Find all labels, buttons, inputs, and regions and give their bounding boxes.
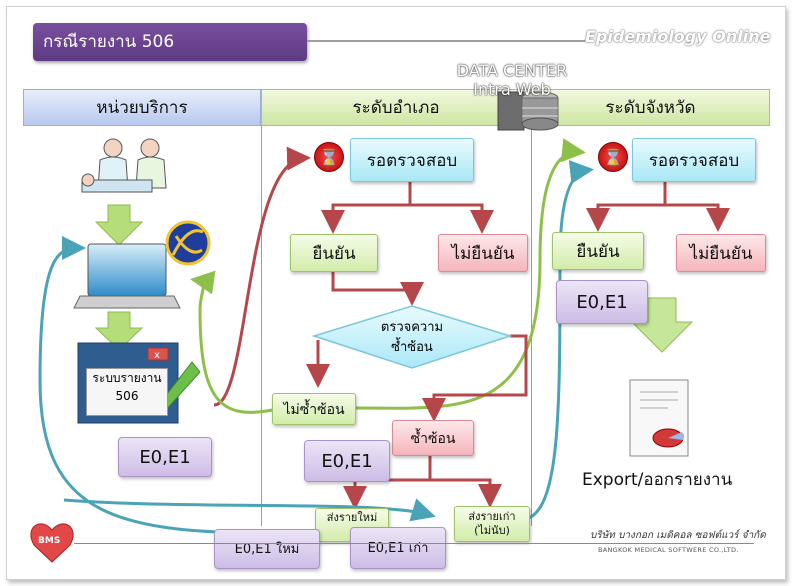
hourglass-icon: ⌛ bbox=[314, 142, 344, 172]
check-duplicate-line2: ซ้ำซ้อน bbox=[391, 340, 433, 355]
hospital-staff-icon bbox=[81, 138, 167, 193]
column-divider bbox=[261, 126, 262, 526]
app-logo-icon bbox=[165, 220, 211, 266]
code-bubble-district: E0,E1 bbox=[304, 440, 390, 482]
company-name-en: BANGKOK MEDICAL SOFTWERE CO.,LTD. bbox=[598, 546, 739, 554]
system-window-line2: 506 bbox=[115, 389, 139, 403]
laptop-icon bbox=[73, 243, 181, 309]
check-duplicate-label: ตรวจความ ซ้ำซ้อน bbox=[362, 318, 462, 358]
code-bubble-new: E0,E1 ใหม่ bbox=[214, 529, 320, 569]
bms-logo-text: BMS bbox=[38, 536, 61, 546]
send-new-line1: ส่งรายใหม่ bbox=[326, 511, 378, 524]
code-bubble-province: E0,E1 bbox=[556, 280, 648, 324]
province-not-confirm-box: ไม่ยืนยัน bbox=[676, 234, 766, 272]
bms-logo-icon bbox=[30, 523, 74, 563]
report-document-icon bbox=[629, 379, 689, 457]
slide-title: กรณีรายงาน 506 bbox=[33, 23, 307, 61]
code-bubble-old: E0,E1 เก่า bbox=[350, 527, 446, 569]
down-arrow-icon bbox=[94, 311, 144, 351]
send-old-line2: (ไม่นับ) bbox=[474, 524, 510, 537]
duplicate-box: ซ้ำซ้อน bbox=[392, 420, 474, 456]
title-divider bbox=[307, 40, 587, 42]
province-waiting-box: รอตรวจสอบ bbox=[632, 138, 756, 182]
column-divider bbox=[531, 126, 532, 526]
check-duplicate-line1: ตรวจความ bbox=[380, 320, 444, 335]
system-window: ระบบรายงาน 506 bbox=[86, 368, 168, 416]
column-header-service: หน่วยบริการ bbox=[23, 89, 261, 126]
code-bubble-service: E0,E1 bbox=[118, 437, 212, 477]
footer-divider bbox=[74, 543, 754, 544]
svg-text:x: x bbox=[154, 350, 160, 361]
datacenter-line1: DATA CENTER bbox=[456, 61, 568, 80]
system-window-line1: ระบบรายงาน bbox=[92, 371, 162, 385]
decision-diamond bbox=[311, 305, 513, 369]
datacenter-label: DATA CENTER Intra Web bbox=[450, 61, 574, 99]
district-waiting-box: รอตรวจสอบ bbox=[350, 138, 474, 182]
down-arrow-icon bbox=[94, 204, 144, 246]
send-old-box: ส่งรายเก่า (ไม่นับ) bbox=[454, 506, 530, 542]
hourglass-icon: ⌛ bbox=[598, 142, 628, 172]
column-header-district: ระดับอำเภอ bbox=[261, 89, 531, 126]
datacenter-line2: Intra Web bbox=[473, 80, 551, 99]
watermark-text: Epidemiology Online bbox=[585, 27, 771, 46]
not-duplicate-box: ไม่ซ้ำซ้อน bbox=[272, 393, 356, 425]
send-old-line1: ส่งรายเก่า bbox=[468, 510, 516, 523]
province-confirm-box: ยืนยัน bbox=[552, 232, 644, 270]
server-icon bbox=[497, 91, 559, 131]
company-name-th: บริษัท บางกอก เมดิคอล ซอฟต์แวร์ จำกัด bbox=[590, 530, 766, 541]
column-header-province: ระดับจังหวัด bbox=[531, 89, 770, 126]
district-not-confirm-box: ไม่ยืนยัน bbox=[438, 234, 528, 272]
export-label: Export/ออกรายงาน bbox=[582, 470, 733, 490]
district-confirm-box: ยืนยัน bbox=[290, 234, 378, 272]
